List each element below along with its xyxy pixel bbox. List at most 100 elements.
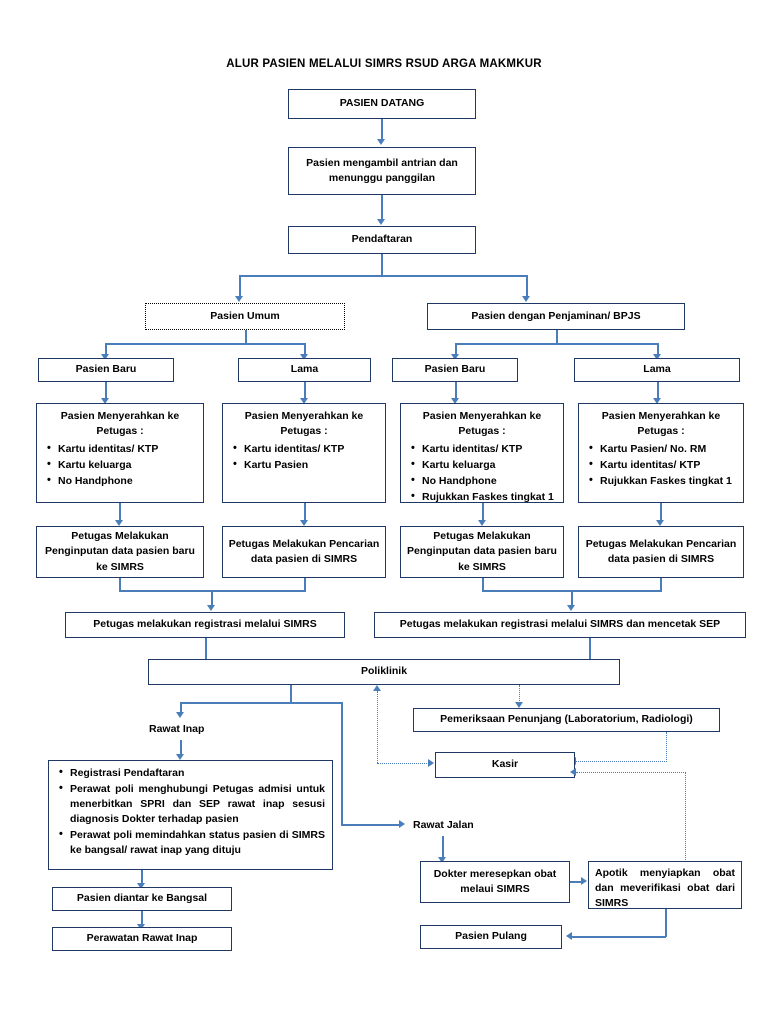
connector-req3-down <box>482 503 484 521</box>
list-item: Rujukkan Faskes tingkat 1 <box>589 473 736 489</box>
connector-dokter-apotik <box>570 881 582 883</box>
connector-penunjang-kasir-v <box>666 732 667 762</box>
connector-poliklinik-branch-stem <box>290 685 292 703</box>
node-input-baru-bpjs: Petugas Melakukan Penginputan data pasie… <box>400 526 564 578</box>
connector-umum-stem <box>245 330 247 344</box>
arrowhead-bpjs-lama-detail <box>653 398 661 404</box>
apotik-text: Apotik menyiapkan obat dan meverifikasi … <box>595 867 735 910</box>
arrowhead-umum <box>235 296 243 302</box>
connector-bpjs-bus <box>455 343 658 345</box>
arrowhead-umum-baru <box>101 354 109 360</box>
connector-apotik-down <box>665 909 667 937</box>
list-item: Registrasi Pendaftaran <box>59 765 325 781</box>
node-registrasi-bpjs: Petugas melakukan registrasi melalui SIM… <box>374 612 746 638</box>
connector-bpjs-stem <box>556 330 558 344</box>
arrowhead-pasien-pulang <box>566 932 572 940</box>
node-bpjs-lama: Lama <box>574 358 740 382</box>
connector-umum-baru-down <box>105 382 107 399</box>
arrowhead-bpjs-lama <box>653 354 661 360</box>
connector-bangsal-to-perawatan <box>141 911 143 925</box>
page-title: ALUR PASIEN MELALUI SIMRS RSUD ARGA MAKM… <box>226 58 542 70</box>
node-pasien-datang: PASIEN DATANG <box>288 89 476 119</box>
connector-branch-right-drop <box>341 702 343 764</box>
connector-detail-to-bangsal <box>141 870 143 884</box>
arrowhead-bpjs-baru-detail <box>451 398 459 404</box>
connector-req4-down <box>660 503 662 521</box>
arrowhead-rawat-inap-detail <box>176 754 184 760</box>
node-cari-lama-umum: Petugas Melakukan Pencarian data pasien … <box>222 526 386 578</box>
list-item: Kartu identitas/ KTP <box>233 441 378 457</box>
arrowhead-proc2 <box>300 520 308 526</box>
node-pasien-umum: Pasien Umum <box>145 303 345 330</box>
connector-proc2-down <box>304 578 306 591</box>
connector-proc3-down <box>482 578 484 591</box>
requirements-list: Kartu identitas/ KTP Kartu Pasien <box>230 441 378 473</box>
requirements-list: Kartu identitas/ KTP Kartu keluarga No H… <box>44 441 196 489</box>
connector-poliklinik-penunjang <box>519 685 520 703</box>
label-rawat-jalan: Rawat Jalan <box>413 819 474 831</box>
node-bpjs-baru: Pasien Baru <box>392 358 518 382</box>
connector-branch-right-drop2 <box>341 764 343 825</box>
node-dokter-meresepkan: Dokter meresepkan obat melaui SIMRS <box>420 861 570 903</box>
connector-bpjs-baru-down <box>455 382 457 399</box>
list-item: Kartu identitas/ KTP <box>47 441 196 457</box>
connector-apotik-kasir-v <box>685 772 686 864</box>
requirements-heading: Pasien Menyerahkan ke Petugas : <box>60 410 180 438</box>
connector-to-rawat-inap <box>180 702 182 713</box>
arrowhead-dokter-resep <box>438 857 446 863</box>
arrowhead-rawat-inap <box>176 712 184 718</box>
connector-rawat-jalan-down <box>442 836 444 858</box>
connector-penunjang-kasir-h <box>576 761 667 762</box>
connector-apotik-kasir-h <box>576 772 686 773</box>
list-item: Kartu Pasien <box>233 457 378 473</box>
connector-to-rawat-jalan-h <box>341 824 400 826</box>
node-rawat-inap-detail: Registrasi Pendaftaran Perawat poli meng… <box>48 760 333 870</box>
node-umum-lama-requirements: Pasien Menyerahkan ke Petugas : Kartu id… <box>222 403 386 503</box>
arrowhead-bpjs <box>522 296 530 302</box>
arrowhead-proc1 <box>115 520 123 526</box>
connector-to-umum <box>239 275 241 297</box>
connector-umum-bus <box>105 343 305 345</box>
list-item: Kartu keluarga <box>411 457 556 473</box>
arrowhead-pendaftaran <box>377 219 385 225</box>
list-item: Kartu identitas/ KTP <box>589 457 736 473</box>
list-item: Kartu Pasien/ No. RM <box>589 441 736 457</box>
node-perawatan-rawat-inap: Perawatan Rawat Inap <box>52 927 232 951</box>
arrowhead-antrian <box>377 139 385 145</box>
requirements-heading: Pasien Menyerahkan ke Petugas : <box>422 410 542 438</box>
arrowhead-proc4 <box>656 520 664 526</box>
connector-kasir-to-poliklinik-v <box>377 691 378 763</box>
arrowhead-bangsal <box>137 883 145 889</box>
connector-umum-baru <box>105 343 107 355</box>
requirements-list: Kartu identitas/ KTP Kartu keluarga No H… <box>408 441 556 505</box>
list-item: Kartu keluarga <box>47 457 196 473</box>
list-item: Kartu identitas/ KTP <box>411 441 556 457</box>
arrowhead-poliklinik-return <box>373 685 381 691</box>
connector-umum-lama <box>304 343 306 355</box>
arrowhead-umum-baru-detail <box>101 398 109 404</box>
arrowhead-rawat-jalan <box>399 820 405 828</box>
node-registrasi-umum: Petugas melakukan registrasi melalui SIM… <box>65 612 345 638</box>
rawat-inap-list: Registrasi Pendaftaran Perawat poli meng… <box>56 765 325 858</box>
connector-bpjs-merge-stem <box>571 590 573 606</box>
node-cari-lama-bpjs: Petugas Melakukan Pencarian data pasien … <box>578 526 744 578</box>
connector-req2-down <box>304 503 306 521</box>
connector-rawat-inap-down <box>180 740 182 755</box>
arrowhead-registrasi-umum <box>207 605 215 611</box>
connector-req1-down <box>119 503 121 521</box>
arrowhead-kasir-left <box>428 759 434 767</box>
connector-bpjs-baru <box>455 343 457 355</box>
node-input-baru-umum: Petugas Melakukan Penginputan data pasie… <box>36 526 204 578</box>
arrowhead-registrasi-bpjs <box>567 605 575 611</box>
list-item: Perawat poli memindahkan status pasien d… <box>59 827 325 858</box>
node-pemeriksaan-penunjang: Pemeriksaan Penunjang (Laboratorium, Rad… <box>413 708 720 732</box>
requirements-heading: Pasien Menyerahkan ke Petugas : <box>244 410 364 438</box>
arrowhead-kasir-right-2 <box>570 768 576 776</box>
arrowhead-apotik <box>581 877 587 885</box>
arrowhead-umum-lama <box>300 354 308 360</box>
node-umum-baru: Pasien Baru <box>38 358 174 382</box>
connector-datang-antrian <box>381 119 383 141</box>
list-item: Rujukkan Faskes tingkat 1 <box>411 489 556 505</box>
node-bpjs-lama-requirements: Pasien Menyerahkan ke Petugas : Kartu Pa… <box>578 403 744 503</box>
